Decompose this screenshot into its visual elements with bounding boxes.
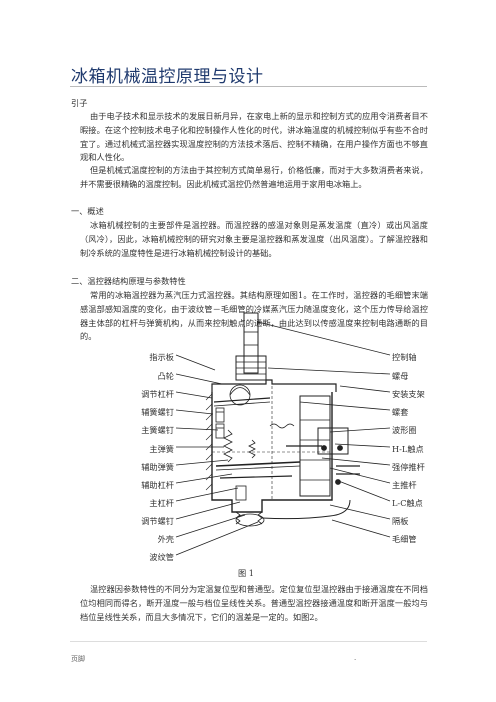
label-aux-lever: 辅助杠杆	[141, 480, 174, 490]
label-main-spring-screw: 主簧螺钉	[141, 425, 174, 435]
label-force-stop-rod: 强停推杆	[392, 462, 425, 472]
label-main-spring: 主弹簧	[149, 444, 174, 454]
footer-page-marker: .	[354, 654, 357, 662]
label-capillary: 毛细管	[392, 534, 417, 544]
footer-label: 页脚	[71, 655, 85, 663]
footer-divider	[70, 641, 427, 642]
page-title: 冰箱机械温控原理与设计	[71, 67, 264, 87]
label-bellows: 波纹管	[149, 552, 174, 562]
section1-heading: 一、概述	[71, 206, 104, 216]
section1-paragraph: 冰箱机械控制的主要部件是温控器。而温控器的感温对象则是蒸发温度（直冷）或出风温度…	[80, 220, 428, 258]
label-main-lever: 主杠杆	[149, 498, 174, 508]
figure-caption: 图 1	[238, 568, 254, 578]
label-aux-spring: 辅助弹簧	[141, 462, 174, 472]
label-mounting-bracket: 安装支架	[392, 389, 425, 399]
section2-heading: 二、温控器结构原理与参数特性	[71, 276, 186, 286]
label-partition: 隔板	[392, 516, 409, 526]
label-main-push-rod: 主推杆	[392, 480, 417, 490]
intro-paragraph-2: 但是机械式温度控制的方法由于其控制方式简单易行，价格低廉，而对于大多数消费者来说…	[80, 165, 428, 189]
after-figure-paragraph: 温控器因参数特性的不同分为定温复位型和普通型。定位复位型温控器由于接通温度在不同…	[80, 584, 428, 622]
section2-paragraph: 常用的冰箱温控器为蒸汽压力式温控器。其结构原理如图1。在工作时，温控器的毛细管末…	[80, 290, 428, 342]
intro-heading: 引子	[71, 98, 88, 108]
label-hl-contact: H-L触点	[392, 444, 424, 454]
label-adjust-screw: 调节螺钉	[141, 516, 174, 526]
label-wave-ring: 波形圈	[392, 425, 417, 435]
label-control-shaft: 控制轴	[392, 352, 417, 362]
title-divider	[70, 86, 427, 87]
label-indicator-plate: 指示板	[149, 352, 174, 362]
label-cam: 凸轮	[157, 371, 174, 381]
intro-paragraph-1: 由于电子技术和显示技术的发展日新月异，在家电上新的显示和控制方式的应用令消费者目…	[80, 111, 428, 163]
label-adjust-lever: 调节杠杆	[141, 389, 174, 399]
label-housing: 外壳	[157, 534, 174, 544]
label-sleeve: 螺套	[392, 407, 409, 417]
label-aux-spring-screw: 辅簧螺钉	[141, 407, 174, 417]
label-nut: 螺母	[392, 371, 409, 381]
label-lc-contact: L-C触点	[392, 498, 423, 508]
